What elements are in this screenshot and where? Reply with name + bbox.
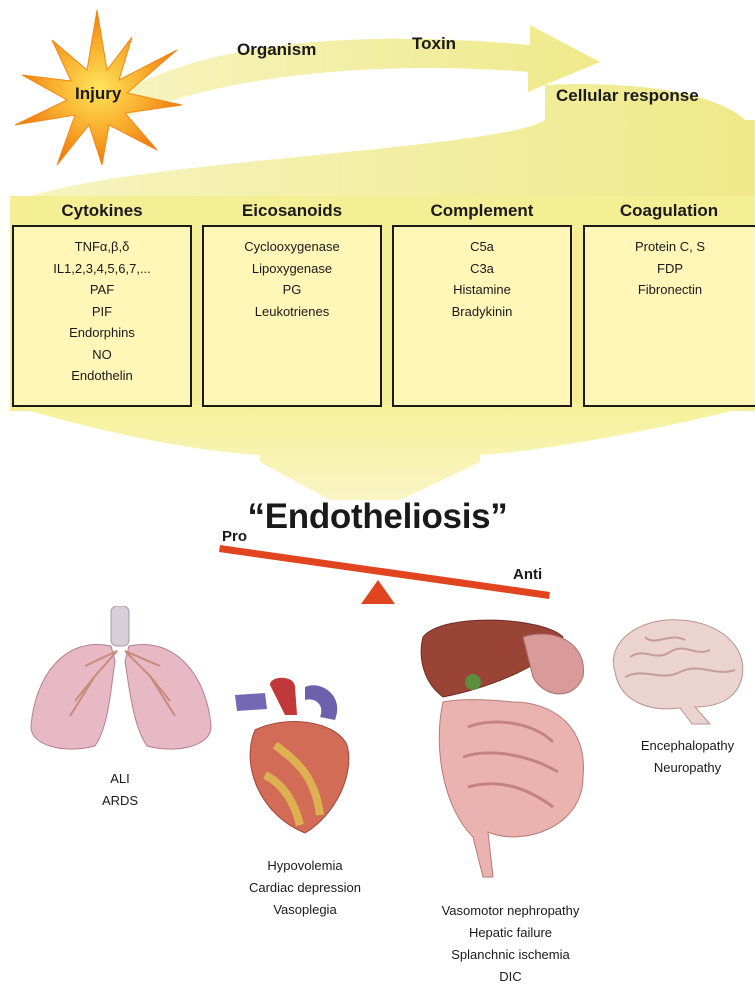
- eicosanoids-item-1: Cyclooxygenase: [204, 236, 380, 258]
- heart-label-1: Hypovolemia: [230, 855, 380, 877]
- eicosanoids-item-3: PG: [204, 279, 380, 301]
- organism-label: Organism: [237, 40, 316, 60]
- category-header-cytokines: Cytokines: [12, 201, 192, 221]
- heart-illustration: [225, 675, 360, 835]
- abdomen-illustration: [413, 607, 613, 882]
- cytokines-item-2: IL1,2,3,4,5,6,7,...: [14, 258, 190, 280]
- complement-item-1: C5a: [394, 236, 570, 258]
- category-header-complement: Complement: [392, 201, 572, 221]
- cytokines-item-1: TNFα,β,δ: [14, 236, 190, 258]
- category-box-coagulation: Protein C, S FDP Fibronectin: [583, 225, 755, 407]
- heart-label-3: Vasoplegia: [230, 899, 380, 921]
- complement-item-4: Bradykinin: [394, 301, 570, 323]
- cytokines-item-4: PIF: [14, 301, 190, 323]
- endotheliosis-title: “Endotheliosis”: [0, 497, 755, 537]
- abdomen-label-1: Vasomotor nephropathy: [418, 900, 603, 922]
- abdomen-label-4: DIC: [418, 966, 603, 988]
- funnel-arrow: [10, 405, 755, 500]
- cellular-response-label: Cellular response: [556, 86, 699, 106]
- lungs-label-1: ALI: [70, 768, 170, 790]
- category-header-eicosanoids: Eicosanoids: [202, 201, 382, 221]
- injury-label: Injury: [75, 84, 121, 104]
- toxin-label: Toxin: [412, 34, 456, 54]
- category-box-eicosanoids: Cyclooxygenase Lipoxygenase PG Leukotrie…: [202, 225, 382, 407]
- cytokines-item-7: Endothelin: [14, 365, 190, 387]
- coagulation-item-2: FDP: [585, 258, 755, 280]
- cytokines-item-5: Endorphins: [14, 322, 190, 344]
- balance-fulcrum: [361, 580, 395, 604]
- category-header-coagulation: Coagulation: [585, 201, 753, 221]
- coagulation-item-3: Fibronectin: [585, 279, 755, 301]
- brain-illustration: [600, 612, 750, 727]
- abdomen-label-2: Hepatic failure: [418, 922, 603, 944]
- complement-item-2: C3a: [394, 258, 570, 280]
- abdomen-labels: Vasomotor nephropathy Hepatic failure Sp…: [418, 900, 603, 988]
- heart-label-2: Cardiac depression: [230, 877, 380, 899]
- complement-item-3: Histamine: [394, 279, 570, 301]
- coagulation-item-1: Protein C, S: [585, 236, 755, 258]
- category-box-complement: C5a C3a Histamine Bradykinin: [392, 225, 572, 407]
- cytokines-item-3: PAF: [14, 279, 190, 301]
- anti-label: Anti: [513, 566, 542, 583]
- eicosanoids-item-4: Leukotrienes: [204, 301, 380, 323]
- flow-arrow: [110, 25, 600, 118]
- brain-label-2: Neuropathy: [620, 757, 755, 779]
- lungs-label-2: ARDS: [70, 790, 170, 812]
- cytokines-item-6: NO: [14, 344, 190, 366]
- brain-label-1: Encephalopathy: [620, 735, 755, 757]
- lungs-labels: ALI ARDS: [70, 768, 170, 812]
- heart-labels: Hypovolemia Cardiac depression Vasoplegi…: [230, 855, 380, 921]
- abdomen-label-3: Splanchnic ischemia: [418, 944, 603, 966]
- category-box-cytokines: TNFα,β,δ IL1,2,3,4,5,6,7,... PAF PIF End…: [12, 225, 192, 407]
- eicosanoids-item-2: Lipoxygenase: [204, 258, 380, 280]
- pro-label: Pro: [222, 528, 247, 545]
- brain-labels: Encephalopathy Neuropathy: [620, 735, 755, 779]
- lungs-illustration: [25, 606, 215, 756]
